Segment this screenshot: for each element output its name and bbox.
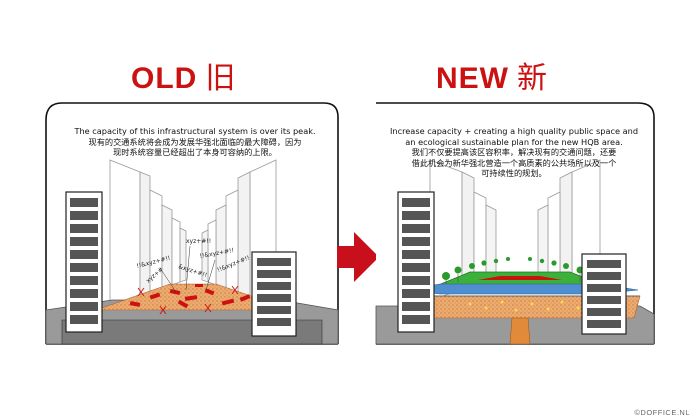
new-text-en-2: an ecological sustainable plan for the n… [405,136,623,147]
new-left-tower [397,191,435,333]
new-text-en-1: Increase capacity + creating a high qual… [389,126,639,136]
old-panel: xyz+#!! !!&xyz+#!! !!&xyz+#!! xyz+# &xyz… [45,102,339,346]
new-description: Increase capacity + creating a high qual… [378,126,650,179]
right-arrow-icon [337,232,379,282]
old-description: The capacity of this infrastructural sys… [60,126,330,158]
new-vertical-shaft [509,317,531,345]
old-text-zh-2: 现时系统容量已经超出了本身可容纳的上限。 [113,147,277,158]
old-traffic [129,284,251,309]
new-right-tower [581,253,627,335]
new-text-zh-2: 借此机会为新华强北营造一个高质素的公共场所以及一个 [411,157,617,168]
old-title-en: OLD [131,62,198,95]
new-background-towers [429,159,601,301]
new-water [403,283,639,295]
old-warning-marks [137,285,239,315]
new-text-zh-1: 我们不仅要提高该区容积率，解决现有的交通问题，还要 [411,147,617,158]
old-text-en: The capacity of this infrastructural sys… [74,126,316,136]
new-title-en: NEW [436,62,509,95]
old-background-towers [109,159,277,321]
new-text-zh-3: 可持续性的规划。 [481,168,547,179]
old-title-zh: 旧 [205,61,236,96]
new-title-zh: 新 [517,61,547,96]
new-deck-feature [478,276,562,280]
old-label-1: xyz+#!! [186,238,211,245]
old-right-tower [251,251,297,337]
copyright-credit: ©DOFFICE.NL [634,408,690,417]
old-text-zh-1: 现有的交通系统将会成为发展华强北面临的最大障碍，因为 [88,136,302,147]
old-left-tower [65,191,103,333]
new-underground-lights [468,300,580,312]
new-panel [375,102,655,346]
